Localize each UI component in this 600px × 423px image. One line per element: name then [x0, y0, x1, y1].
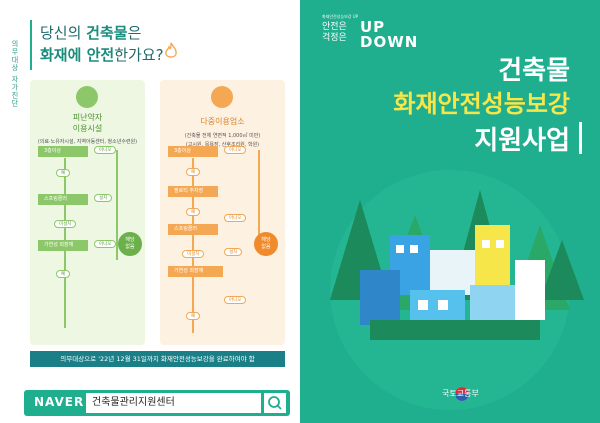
orange-panel-title: 다중이용업소: [200, 117, 245, 126]
answer-no-2: 아니오: [94, 240, 117, 248]
ministry-emblem-icon: [455, 387, 469, 401]
answer-installed: 설치: [224, 248, 243, 256]
answer-yes-3: 예: [186, 312, 201, 320]
step-cladding: 가연성 외장재: [38, 240, 88, 251]
title-accent-bar: [579, 122, 582, 154]
right-page: 화재안전성능보강 UP 안전은 걱정은 UP DOWN 건축물 화재안전성능보강…: [300, 0, 600, 423]
question-line-1: 당신의 건축물은: [40, 22, 141, 43]
panel-vulnerable-facility: 피난약자 이용시설 (의료·노유자시설, 지역아동센터, 청소년수련원) 3층이…: [30, 80, 145, 345]
question-pre: 당신의: [40, 24, 87, 42]
flow-line: [192, 158, 194, 333]
result-line-1: 해당: [261, 237, 271, 243]
answer-yes-2: 예: [186, 208, 201, 216]
step-floors: 3층이상: [38, 146, 88, 157]
answer-yes: 예: [186, 168, 201, 176]
green-title-line-2: 이용시설: [72, 124, 103, 133]
title-line-3: 지원사업: [474, 126, 570, 156]
green-title-line-1: 피난약자: [72, 113, 103, 122]
search-icon: [268, 396, 282, 410]
naver-logo: NAVER: [34, 395, 85, 409]
slogan-line-1: 안전은: [322, 22, 347, 32]
question-line-2: 화재에 안전한가요?: [40, 44, 164, 65]
answer-not-installed: 미설치: [54, 220, 77, 228]
title-line-2: 화재안전성능보강: [393, 90, 570, 118]
question-line2-post: 한가요?: [114, 46, 164, 64]
answer-installed: 설치: [94, 194, 113, 202]
step-piloti: 필로티 주차장: [168, 186, 218, 197]
down-text: DOWN: [360, 33, 419, 51]
answer-yes: 예: [56, 169, 71, 177]
city-illustration: [330, 170, 584, 410]
answer-no-3: 아니오: [224, 296, 247, 304]
side-label: 의무대상 자가진단: [11, 40, 19, 108]
updown-logo: UP DOWN: [360, 20, 418, 50]
title-line-1: 건축물: [498, 56, 570, 86]
slogan: 안전은 걱정은: [322, 22, 347, 44]
result-line-1: 해당: [125, 237, 135, 243]
step-sprinkler: 스프링클러: [38, 194, 88, 205]
result-none: 해당 없음: [118, 232, 142, 256]
up-text: UP: [360, 18, 386, 36]
step-cladding: 가연성 외장재: [168, 266, 223, 277]
orange-panel-subtitle: (건축물 전체 연면적 1,000㎡ 미만): [184, 133, 261, 139]
green-panel-title: 피난약자 이용시설: [30, 112, 145, 134]
tiny-caption: 화재안전성능보강 UP: [322, 14, 359, 19]
search-input[interactable]: 건축물관리지원센터: [86, 393, 261, 413]
slogan-line-2: 걱정은: [322, 33, 347, 43]
step-sprinkler: 스프링클러: [168, 224, 218, 235]
question-post: 은: [127, 24, 142, 42]
question-bold: 건축물: [86, 24, 128, 42]
result-line-2: 없음: [261, 244, 271, 250]
green-panel-subtitle: (의료·노유자시설, 지역아동센터, 청소년수련원): [37, 139, 138, 145]
answer-no: 아니오: [94, 146, 117, 154]
result-none: 해당 없음: [254, 232, 278, 256]
flow-line: [116, 150, 118, 260]
flame-icon: [165, 42, 177, 58]
question-line2-bold: 화재에 안전: [40, 46, 115, 64]
answer-yes-2: 예: [56, 270, 71, 278]
result-line-2: 없음: [125, 244, 135, 250]
flow-line: [258, 150, 260, 250]
accent-bar: [30, 20, 32, 70]
answer-no: 아니오: [224, 146, 247, 154]
panel-multi-use-business: 다중이용업소 (건축물 전체 연면적 1,000㎡ 미만) (고시원, 목욕장,…: [160, 80, 285, 345]
search-button[interactable]: [264, 393, 286, 413]
deadline-banner: 의무대상으로 '22년 12월 31일까지 화재안전성능보강을 완료하여야 함: [30, 351, 285, 367]
answer-not-installed: 미설치: [182, 250, 205, 258]
answer-no-2: 아니오: [224, 214, 247, 222]
step-floors: 3층이상: [168, 146, 218, 157]
orange-panel-subtitle-2: (고시원, 목욕장, 산후조리원, 학원): [185, 142, 260, 148]
search-bar: NAVER 건축물관리지원센터: [24, 390, 290, 416]
ministry-name: 국토교통부: [442, 389, 479, 398]
left-page: 의무대상 자가진단 당신의 건축물은 화재에 안전한가요? 피난약자 이용시설 …: [11, 20, 290, 416]
wheelchair-icon: [76, 86, 98, 108]
people-icon: [211, 86, 233, 108]
